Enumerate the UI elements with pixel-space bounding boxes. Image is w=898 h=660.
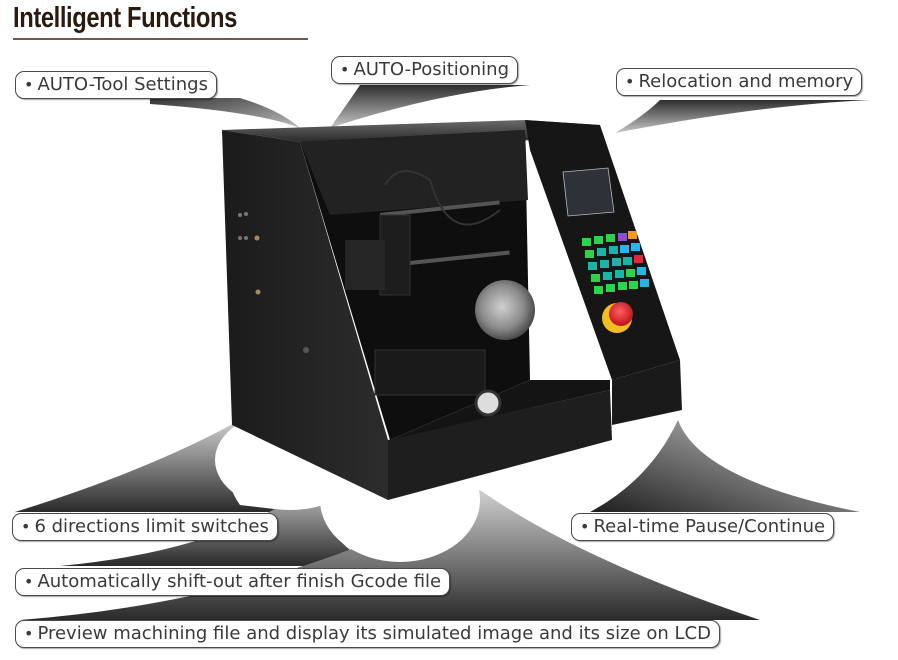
feature-label: AUTO-Tool Settings xyxy=(37,74,208,95)
bullet-icon: • xyxy=(580,517,590,536)
bullet-icon: • xyxy=(625,72,635,91)
bullet-icon: • xyxy=(24,572,34,591)
feature-label: Preview machining file and display its s… xyxy=(37,623,711,644)
feature-callout-auto-positioning: •AUTO-Positioning xyxy=(331,56,519,84)
feature-callout-pause-continue: •Real-time Pause/Continue xyxy=(571,513,835,541)
feature-label: 6 directions limit switches xyxy=(34,516,269,537)
feature-label: AUTO-Positioning xyxy=(353,59,510,80)
title-underline xyxy=(13,38,308,40)
feature-label: Relocation and memory xyxy=(638,71,854,92)
bullet-icon: • xyxy=(340,60,350,79)
feature-callout-auto-tool-settings: •AUTO-Tool Settings xyxy=(15,71,217,99)
bullet-icon: • xyxy=(21,517,31,536)
bullet-icon: • xyxy=(24,75,34,94)
feature-callout-preview-lcd: •Preview machining file and display its … xyxy=(15,620,720,648)
bullet-icon: • xyxy=(24,624,34,643)
feature-callout-limit-switches: •6 directions limit switches xyxy=(12,513,278,541)
page-title: Intelligent Functions xyxy=(13,2,237,34)
feature-callout-auto-shift-out: •Automatically shift-out after finish Gc… xyxy=(15,568,451,596)
feature-label: Automatically shift-out after finish Gco… xyxy=(37,571,442,592)
feature-callout-relocation-memory: •Relocation and memory xyxy=(616,68,863,96)
feature-label: Real-time Pause/Continue xyxy=(593,516,826,537)
